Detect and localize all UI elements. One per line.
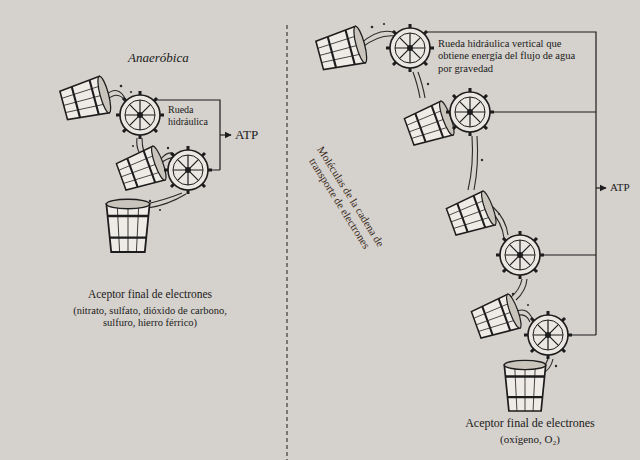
- water-stream: [413, 72, 425, 98]
- water-wheel: [386, 24, 434, 72]
- part-name: Rueda hidráulica: [168, 104, 216, 128]
- water-wheel: [446, 88, 494, 136]
- water-wheel: [116, 91, 164, 139]
- bucket: [115, 145, 169, 194]
- output-label: ATP: [235, 127, 275, 142]
- divider-line: [287, 25, 288, 460]
- bracket-line: [426, 32, 596, 335]
- bracket-line: [155, 100, 220, 170]
- acceptor-label: Aceptor final de electrones: [65, 288, 235, 302]
- acceptor-list: (nitrato, sulfato, dióxido de carbono, s…: [65, 305, 235, 330]
- acceptor-list-box: (nitrato, sulfato, dióxido de carbono, s…: [65, 305, 235, 330]
- part-note-box: Rueda hidráulica vertical que obtiene en…: [438, 38, 590, 75]
- chain-label-box: Moléculas de la cadena de transporte de …: [292, 125, 399, 274]
- bucket: [403, 100, 457, 149]
- water-wheel: [524, 311, 572, 359]
- aerobic-figure: [360, 31, 553, 374]
- acceptor-list-box: (oxígeno, O₂): [440, 433, 620, 446]
- water-stream: [468, 136, 478, 190]
- atp-arrow: [596, 187, 606, 188]
- water-stream: [510, 279, 527, 300]
- water-wheel: [496, 231, 544, 279]
- output-label-box: ATP: [610, 181, 636, 194]
- output-label-box: ATP: [235, 127, 275, 142]
- part-name-box: Rueda hidráulica: [168, 104, 216, 128]
- bucket: [470, 293, 524, 342]
- water-drops: [371, 23, 558, 367]
- bucket: [315, 25, 369, 73]
- water-stream: [137, 138, 144, 152]
- chain-label: Moléculas de la cadena de transporte de …: [292, 125, 399, 274]
- output-label: ATP: [610, 181, 636, 194]
- bucket: [445, 190, 499, 239]
- panel-heading-box: Anaeróbica: [128, 50, 208, 65]
- bucket: [504, 360, 545, 411]
- part-note: Rueda hidráulica vertical que obtiene en…: [438, 38, 590, 75]
- acceptor-label-box: Aceptor final de electrones: [65, 288, 235, 302]
- water-wheel: [164, 146, 212, 194]
- panel-heading: Anaeróbica: [128, 50, 208, 65]
- acceptor-label-box: Aceptor final de electrones: [440, 416, 620, 430]
- bucket: [59, 75, 113, 123]
- bucket: [106, 199, 149, 252]
- acceptor-label: Aceptor final de electrones: [440, 416, 620, 430]
- acceptor-list: (oxígeno, O₂): [440, 433, 620, 446]
- atp-arrow: [220, 134, 231, 135]
